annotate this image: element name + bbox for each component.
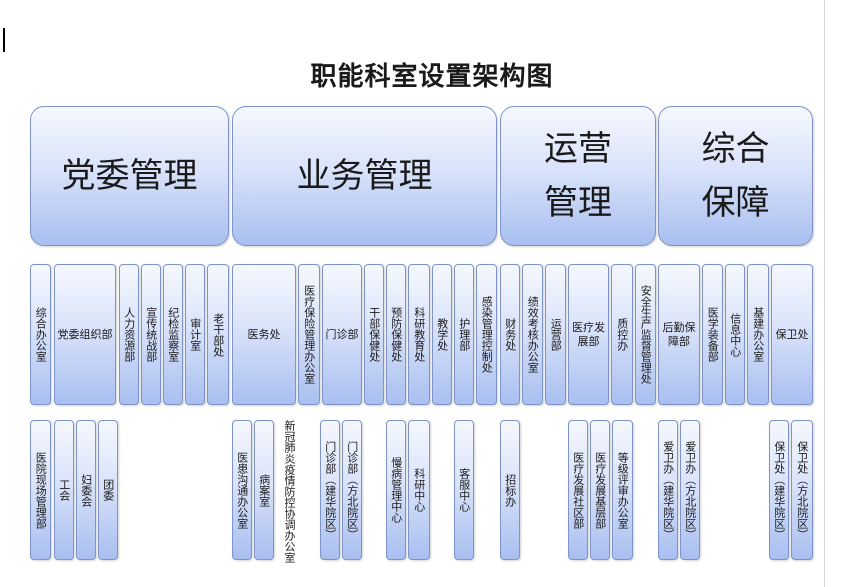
category-label-line: 保障 bbox=[701, 183, 770, 223]
dept-box: 门诊部 bbox=[322, 264, 362, 405]
dept-box: 教学处 bbox=[432, 264, 452, 405]
dept-box: 医学装备部 bbox=[702, 264, 723, 405]
subunit-box: 门诊部（方北院区） bbox=[342, 420, 362, 560]
subunit-box: 妇委会 bbox=[76, 420, 96, 560]
dept-box: 纪检监察室 bbox=[163, 264, 183, 405]
subunit-box: 爱卫办（建华院区） bbox=[658, 420, 678, 560]
subunit-box: 病案室 bbox=[254, 420, 274, 560]
category-label-line: 运营 bbox=[544, 128, 612, 169]
dept-box: 护理部 bbox=[454, 264, 474, 405]
category-label: 党委管理 bbox=[61, 155, 198, 196]
dept-box: 医疗保险管理办公室 bbox=[298, 264, 320, 405]
subunit-box: 慢病管理中心 bbox=[386, 420, 406, 560]
subunit-box: 工会 bbox=[54, 420, 74, 560]
category-business-management: 业务管理 bbox=[232, 106, 497, 246]
dept-box: 老干部处 bbox=[207, 264, 229, 405]
subunit-box: 保卫处（建华院区） bbox=[769, 420, 789, 560]
subunit-box: 医疗发展社区部 bbox=[568, 420, 588, 560]
subunit-box: 医疗发展基层部 bbox=[590, 420, 610, 560]
subunit-box: 医患沟通办公室 bbox=[232, 420, 252, 560]
subunit-box: 医院现场管理部 bbox=[30, 420, 51, 560]
text-cursor bbox=[3, 28, 5, 52]
category-label: 运营管理 bbox=[544, 122, 612, 231]
dept-box: 人力资源部 bbox=[119, 264, 139, 405]
subunit-box: 团委 bbox=[98, 420, 118, 560]
dept-box: 绩效考核办公室 bbox=[522, 264, 543, 405]
dept-box: 运营部 bbox=[545, 264, 566, 405]
category-label: 综合保障 bbox=[702, 122, 770, 231]
dept-box: 质控办 bbox=[611, 264, 633, 405]
dept-box: 保卫处 bbox=[771, 264, 813, 405]
dept-box: 审计室 bbox=[185, 264, 205, 405]
dept-box: 后勤保障部 bbox=[658, 264, 700, 405]
category-label-line: 管理 bbox=[544, 183, 612, 223]
category-comprehensive-support: 综合保障 bbox=[658, 106, 813, 246]
category-label: 业务管理 bbox=[296, 155, 433, 196]
dept-box: 安全生产监督管理处 bbox=[635, 264, 656, 405]
subunit-label-unboxed: 新冠肺炎疫情防控协调办公室 bbox=[283, 419, 296, 563]
dept-box: 财务处 bbox=[500, 264, 520, 405]
subunit-box: 招标办 bbox=[500, 420, 520, 560]
dept-box: 宣传统战部 bbox=[141, 264, 161, 405]
category-label-line: 综合 bbox=[701, 128, 770, 169]
dept-box: 党委组织部 bbox=[54, 264, 116, 405]
subunit-box: 等级评审办公室 bbox=[612, 420, 633, 560]
category-operations-management: 运营管理 bbox=[500, 106, 656, 246]
subunit-box: 科研中心 bbox=[408, 420, 430, 560]
subunit-box: 爱卫办（方北院区） bbox=[680, 420, 700, 560]
dept-box: 医疗发展部 bbox=[568, 264, 609, 405]
subunit-box: 门诊部（建华院区） bbox=[320, 420, 340, 560]
dept-box: 预防保健处 bbox=[386, 264, 406, 405]
category-party-management: 党委管理 bbox=[30, 106, 229, 246]
dept-box: 干部保健处 bbox=[364, 264, 384, 405]
dept-box: 科研教育处 bbox=[408, 264, 430, 405]
subunit-box: 保卫处（方北院区） bbox=[791, 420, 813, 560]
dept-box: 感染管理控制处 bbox=[476, 264, 497, 405]
page-title: 职能科室设置架构图 bbox=[310, 62, 554, 92]
dept-box: 综合办公室 bbox=[30, 264, 51, 405]
dept-box: 基建办公室 bbox=[747, 264, 769, 405]
subunit-box: 客服中心 bbox=[454, 420, 474, 560]
dept-box: 信息中心 bbox=[725, 264, 745, 405]
dept-box: 医务处 bbox=[232, 264, 296, 405]
page-edge bbox=[824, 0, 825, 587]
